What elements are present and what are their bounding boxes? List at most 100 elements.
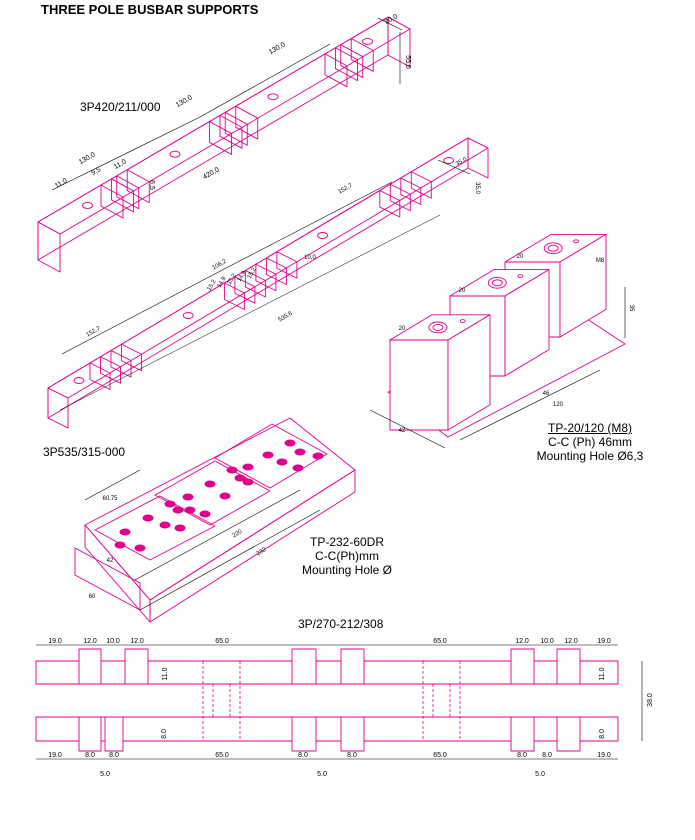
tp20-block-2-main-hole	[487, 276, 507, 289]
tp20-dim-label-5: 46	[543, 391, 550, 397]
tp232-hole-16	[262, 451, 274, 459]
ortho-top-rail	[35, 660, 619, 685]
tp232-rib-c	[214, 423, 328, 489]
bar1-slot-2-wall	[219, 114, 243, 149]
tp232-hole-21	[292, 464, 304, 472]
bar2-slot-1-inner	[110, 350, 132, 378]
part-code-3p270: 3P/270-212/308	[298, 617, 384, 631]
tp20-cc-spec: C-C (Ph) 46mm	[547, 435, 632, 449]
bar1-slot-5-wall	[350, 38, 374, 72]
bar1-dim-label-9: 420,0	[202, 166, 221, 181]
ortho-bottom-dim-3: 65.0	[215, 752, 229, 759]
bar1-slot-4-inner	[324, 53, 348, 88]
tp232-spec-block: TP-232-60DR C-C(Ph)mm Mounting Hole Ø	[292, 535, 402, 577]
ortho-bottom-slot-2	[291, 716, 317, 752]
bar1-mount-hole-0	[82, 201, 93, 209]
tp232-tray-side	[149, 469, 356, 623]
bar2-slot-3-inner	[244, 270, 266, 298]
bar2-slot-6-inner	[400, 177, 422, 205]
bar2-slot-5-wall	[389, 183, 411, 212]
bar1-dim-line-a	[51, 116, 201, 191]
bar2-dim-label-5: 15,2	[207, 278, 218, 292]
ortho-bottom-slot-3	[340, 716, 365, 752]
bar2-dim-label-6: 14,9	[217, 275, 228, 289]
bar2-mount-hole-1	[182, 312, 194, 319]
tp20-spec-block: TP-20/120 (M8) C-C (Ph) 46mm Mounting Ho…	[530, 421, 650, 463]
bar1-slot-1-wall	[126, 169, 150, 204]
bar1-dim-label-0: 30,0	[384, 13, 399, 26]
part-3p535-drawing: 35,035,0152,7152,7106,215,214,915,214,91…	[47, 137, 489, 429]
bar1-dim-label-6: 9,5	[90, 166, 102, 177]
tp232-hole-11	[226, 466, 238, 474]
bar2-dim-line-overall	[59, 214, 441, 411]
ortho-small-dim-1: 5.0	[317, 771, 327, 778]
bar1-dim-line-top	[377, 17, 403, 31]
ortho-bottom-dim-8: 8.0	[542, 752, 552, 759]
bar1-dim-label-7: 11,0	[113, 158, 128, 171]
ortho-top-dim-4: 65.0	[215, 638, 229, 645]
tp20-block-1-front	[389, 339, 449, 431]
bar2-dim-line-a	[61, 265, 231, 355]
ortho-bottom-dim-5: 8.0	[347, 752, 357, 759]
ortho-bottom-slot-4	[510, 716, 535, 752]
ortho-bottom-dim-0: 19.0	[48, 752, 62, 759]
tp232-hole-12	[172, 506, 184, 514]
tp232-hole-18	[234, 474, 246, 482]
ortho-top-dim-8: 12.0	[564, 638, 578, 645]
ortho-bottom-dim-7: 8.0	[517, 752, 527, 759]
bar1-top-face	[37, 16, 411, 235]
tp232-hole-20	[294, 448, 306, 456]
ortho-top-slot-2	[291, 648, 317, 685]
tp20-block-3-thread	[547, 244, 559, 252]
tp232-hole-15	[242, 463, 254, 471]
tp232-dim-label-0: 60,75	[102, 496, 118, 502]
tp232-dim-label-4: 60	[89, 594, 96, 600]
ortho-top-dim-7: 10.0	[540, 638, 554, 645]
tp232-hole-13	[219, 492, 231, 500]
tp232-hole-2	[164, 500, 176, 508]
tp20-dim-label-7: 42	[399, 428, 406, 434]
ortho-bottom-dim-4: 8.0	[298, 752, 308, 759]
ortho-top-slot-3	[340, 648, 365, 685]
bar2-dim-label-8: 14,9	[237, 269, 248, 283]
tp20-dim-label-0: 20	[517, 254, 524, 260]
tp232-hole-1	[142, 514, 154, 522]
part-code-3p535: 3P535/315-000	[43, 445, 126, 459]
bar1-mount-hole-3	[362, 38, 373, 45]
bar2-dim-line-top	[437, 159, 471, 175]
tp20-block-1-side	[447, 314, 491, 431]
tp232-hole-14	[242, 478, 254, 486]
bar1-slot-0-inner	[100, 184, 124, 219]
bar2-dim-label-11: 535,6	[277, 310, 294, 323]
ortho-bottom-slot-1	[104, 716, 124, 752]
tp232-dim-line-220	[134, 489, 301, 581]
bar2-dim-label-3: 152,7	[337, 182, 354, 195]
bar2-slot-5-inner	[379, 190, 401, 218]
ortho-bottom-dim-6: 65.0	[433, 752, 447, 759]
bar2-top-face	[47, 137, 489, 399]
bar1-dim-line-b	[199, 43, 331, 118]
page-title: THREE POLE BUSBAR SUPPORTS	[41, 2, 259, 17]
ortho-side-dim-0: 11.0	[162, 667, 169, 680]
tp20-block-1-thread	[432, 323, 444, 331]
tp20-block-1-main-hole	[428, 321, 448, 334]
tp20-hole-spec: Mounting Hole Ø6,3	[536, 449, 644, 463]
tp232-hole-8	[199, 510, 211, 518]
tp232-rib-a	[94, 495, 216, 561]
ortho-top-dim-6: 12.0	[515, 638, 529, 645]
bar2-slot-0-inner	[89, 362, 111, 390]
part-code-3p420: 3P420/211/000	[80, 100, 161, 114]
tp232-dim-label-3: 42	[107, 558, 114, 564]
bar1-mount-hole-2	[267, 93, 279, 101]
ortho-side-dim-4: 38.0	[647, 693, 654, 707]
ortho-top-slot-4	[510, 648, 535, 685]
ortho-top-dim-1: 12.0	[83, 638, 97, 645]
ortho-side-dim-1: 11.0	[599, 667, 606, 680]
tp20-block-3-side	[559, 233, 607, 338]
bar1-dim-label-4: 130,0	[78, 151, 97, 166]
tp20-dim-label-2: 20	[459, 288, 466, 294]
ortho-small-dim-0: 5.0	[100, 771, 110, 778]
bar1-slot-0-wall	[111, 178, 134, 213]
